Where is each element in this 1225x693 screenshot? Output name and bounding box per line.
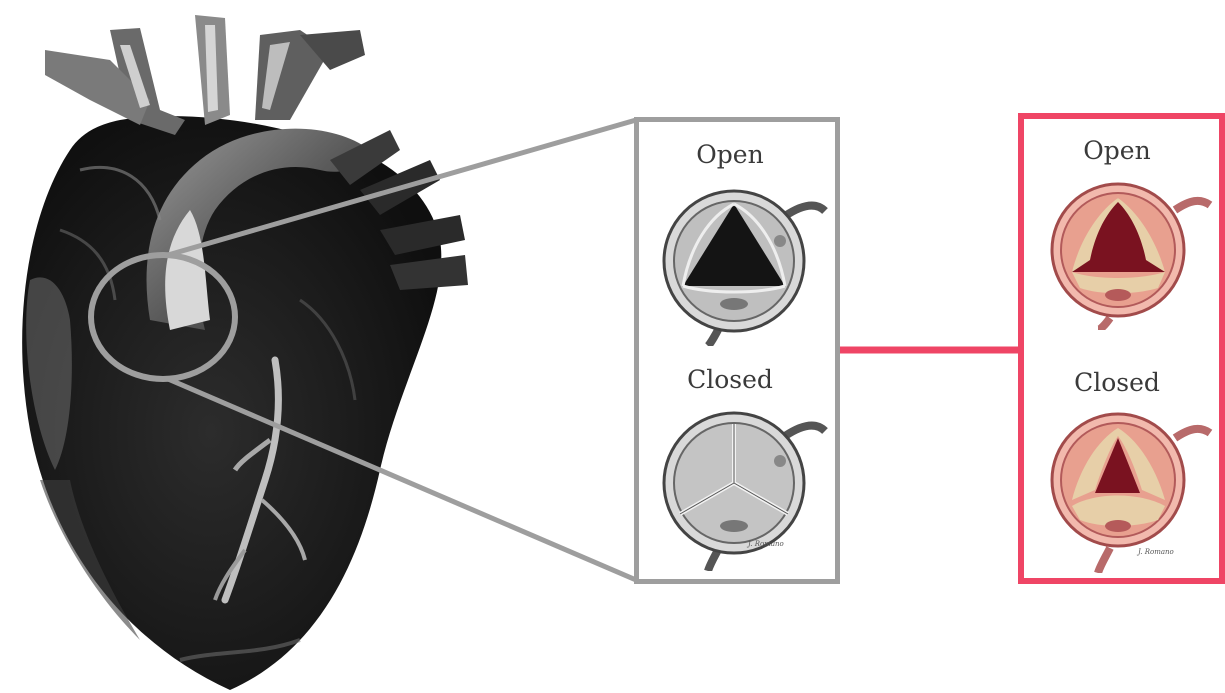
diseased-closed-label: Closed xyxy=(1017,368,1217,397)
diseased-valve-closed-icon xyxy=(1040,408,1215,573)
healthy-valve-open-icon xyxy=(650,186,830,346)
healthy-open-label: Open xyxy=(630,140,830,169)
diseased-valve-open-icon xyxy=(1040,180,1215,330)
zoom-circle-icon xyxy=(91,255,235,379)
diseased-open-label: Open xyxy=(1017,136,1217,165)
diseased-signature: J. Romano xyxy=(1138,548,1174,556)
healthy-valve-closed-icon xyxy=(650,406,830,571)
leader-line-bottom xyxy=(168,379,636,580)
healthy-signature: J. Romano xyxy=(748,540,784,548)
leader-line-top xyxy=(168,120,636,255)
healthy-closed-label: Closed xyxy=(630,365,830,394)
